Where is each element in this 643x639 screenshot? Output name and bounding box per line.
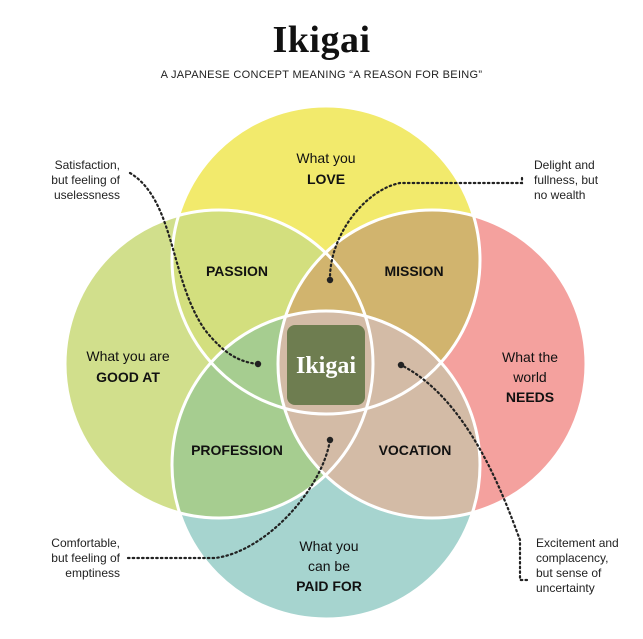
leader-line-top-right: [328, 176, 524, 280]
leader-dot-bottom-left: [326, 436, 334, 444]
region-ikigai-center: [287, 325, 365, 405]
needs-label-line3: NEEDS: [506, 389, 554, 405]
leader-dot-bottom-right: [397, 361, 405, 369]
note-bottom-right: Excitement and complacency, but sense of…: [536, 536, 619, 595]
love-label-line2: LOVE: [307, 171, 345, 187]
good-at-label-line2: GOOD AT: [96, 369, 160, 385]
leader-line-top-left: [128, 171, 260, 366]
love-label-line1: What you: [296, 150, 355, 166]
note-top-right: Delight and fullness, but no wealth: [534, 158, 599, 202]
paid-for-label-line2: can be: [308, 558, 350, 574]
paid-for-label-line3: PAID FOR: [296, 578, 362, 594]
leader-dot-top-left: [254, 360, 262, 368]
needs-label-line2: world: [512, 369, 546, 385]
ikigai-center-label: Ikigai: [296, 353, 356, 379]
region-vocation: [278, 311, 480, 518]
needs-label-line1: What the: [502, 349, 558, 365]
leader-line-bottom-right: [399, 363, 529, 582]
page-title: Ikigai: [272, 19, 371, 61]
passion-label: PASSION: [206, 263, 268, 279]
mission-label: MISSION: [384, 263, 443, 279]
region-profession: [172, 311, 373, 518]
note-top-left: Satisfaction, but feeling of uselessness: [51, 158, 120, 202]
page-subtitle: A JAPANESE CONCEPT MEANING “A REASON FOR…: [160, 69, 483, 81]
profession-label: PROFESSION: [191, 442, 283, 458]
good-at-label-line1: What you are: [86, 348, 169, 364]
leader-line-bottom-left: [126, 438, 332, 560]
leader-dot-top-right: [326, 276, 334, 284]
vocation-label: VOCATION: [379, 442, 452, 458]
paid-for-label-line1: What you: [299, 538, 358, 554]
note-bottom-left: Comfortable, but feeling of emptiness: [51, 536, 120, 580]
